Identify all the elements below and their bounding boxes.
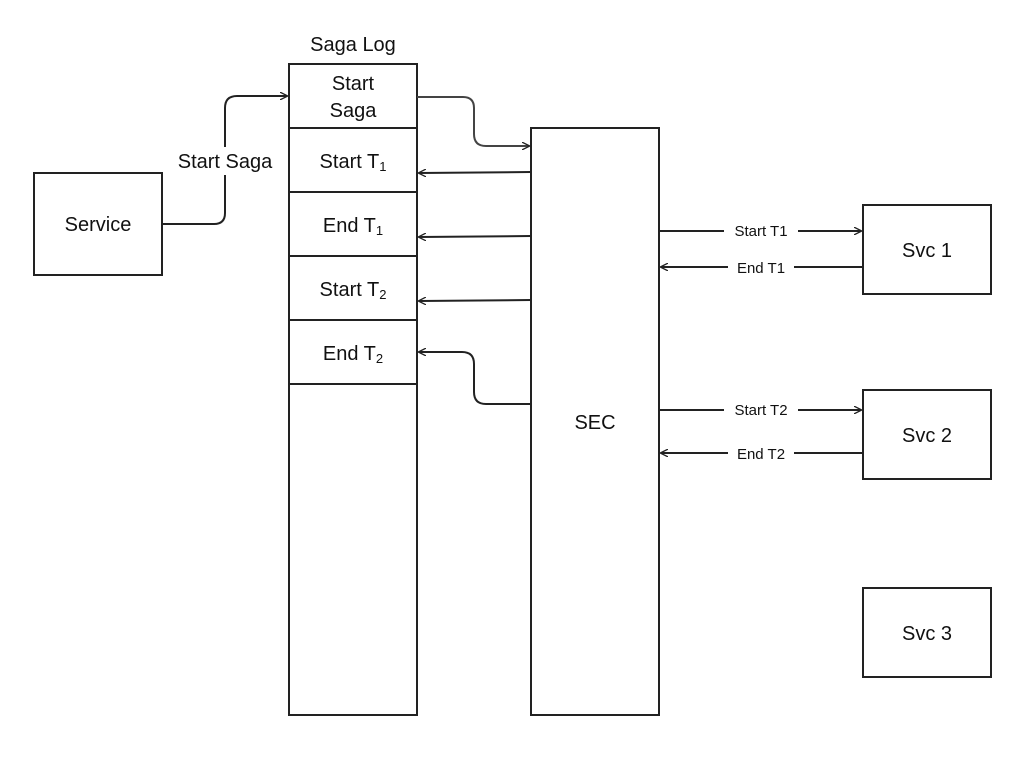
sec-to-log-start-t2-edge <box>419 300 532 301</box>
saga-log-entry-start-saga-line2: Saga <box>330 100 378 122</box>
service-label: Service <box>65 214 132 236</box>
svc-2-label: Svc 2 <box>902 425 952 447</box>
start-t2-label: Start T2 <box>734 402 787 419</box>
entry-text: Start T <box>320 279 380 301</box>
entry-subscript: 1 <box>379 159 386 174</box>
saga-log-title: Saga Log <box>310 34 396 56</box>
entry-text: Start T <box>320 151 380 173</box>
start-t1-label: Start T1 <box>734 223 787 240</box>
saga-log-entry-end-t1: End T1 <box>323 215 383 238</box>
entry-subscript: 2 <box>379 287 386 302</box>
svc-1-node: Svc 1 <box>862 204 992 295</box>
log-to-sec-edge <box>417 96 529 146</box>
sec-to-log-end-t1-edge <box>419 236 532 237</box>
sec-to-log-start-t1-edge <box>419 172 532 173</box>
saga-log-entry-start-t2: Start T2 <box>320 279 387 302</box>
entry-subscript: 2 <box>376 351 383 366</box>
entry-text: End T <box>323 343 376 365</box>
svc-1-label: Svc 1 <box>902 240 952 262</box>
start-saga-edge-label: Start Saga <box>178 151 273 173</box>
service-node: Service <box>33 172 163 276</box>
sec-node: SEC <box>530 127 660 716</box>
saga-log: Saga Log Start Saga Start T1 End T1 Star… <box>288 34 418 716</box>
svc-3-label: Svc 3 <box>902 623 952 645</box>
svc-2-node: Svc 2 <box>862 389 992 480</box>
end-t2-label: End T2 <box>737 446 785 463</box>
sec-label: SEC <box>574 412 615 434</box>
saga-log-entry-start-t1: Start T1 <box>320 151 387 174</box>
svc-3-node: Svc 3 <box>862 587 992 678</box>
entry-subscript: 1 <box>376 223 383 238</box>
entry-text: End T <box>323 215 376 237</box>
saga-log-entry-end-t2: End T2 <box>323 343 383 366</box>
saga-log-entry-start-saga-line1: Start <box>332 73 375 95</box>
end-t1-label: End T1 <box>737 260 785 277</box>
sec-to-log-end-t2-edge <box>419 352 531 405</box>
